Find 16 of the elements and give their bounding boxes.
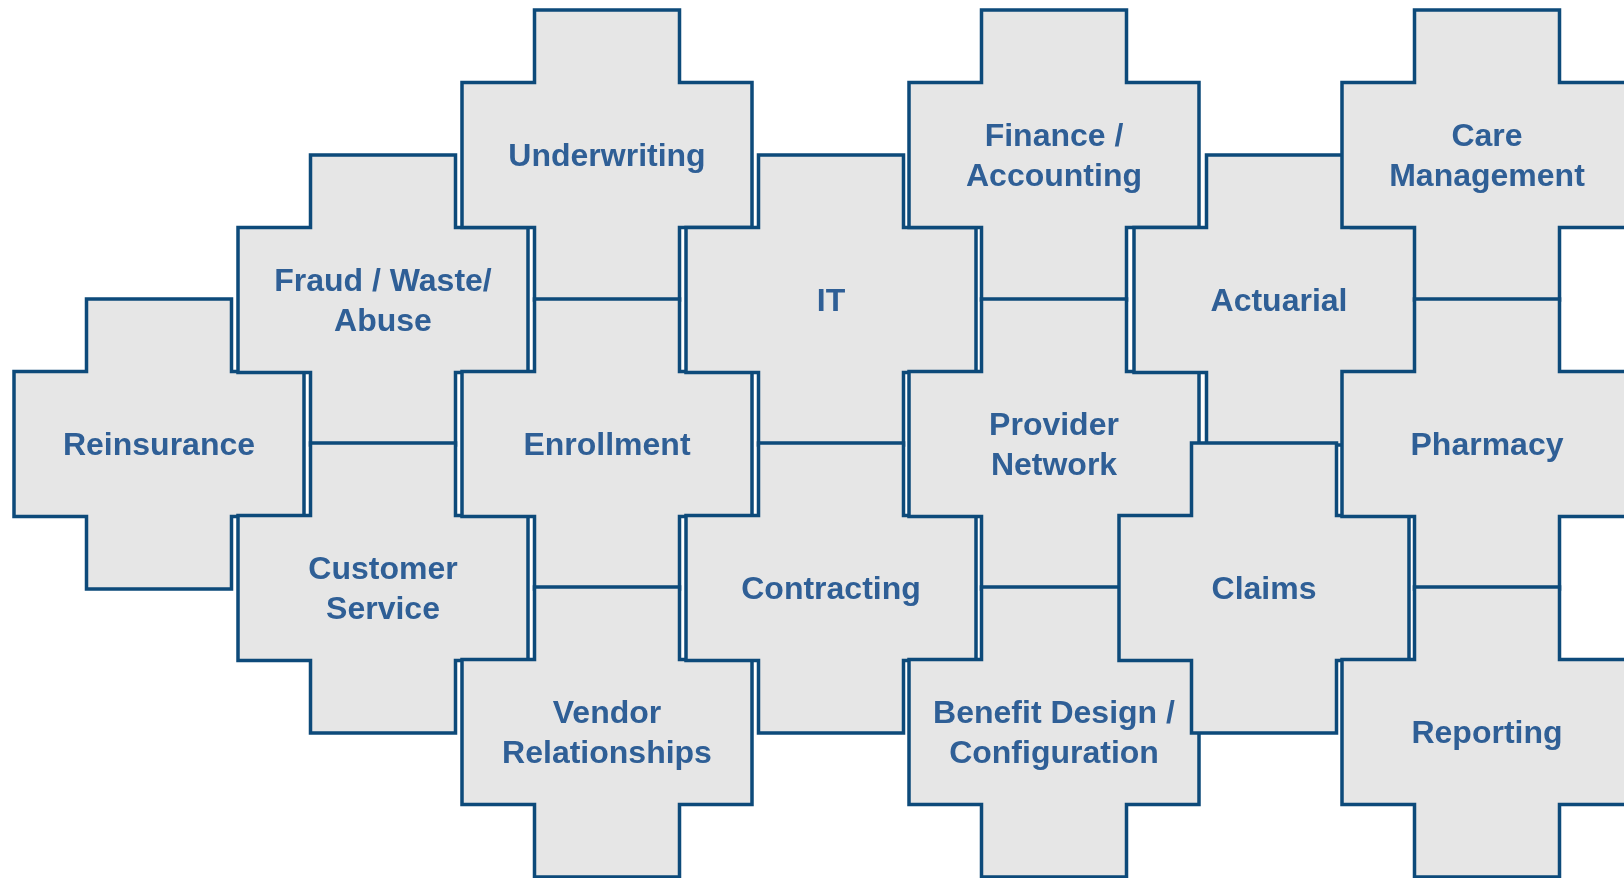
piece-label: Contracting [740,569,922,608]
piece-label: Provider Network [988,405,1120,484]
piece-label: Care Management [1388,116,1586,195]
piece-label: Finance / Accounting [965,116,1143,195]
piece-label: Reporting [1410,713,1564,752]
piece-label: Benefit Design / Configuration [932,693,1176,772]
piece-label: IT [815,281,847,320]
piece-label: Enrollment [522,425,692,464]
piece-label: Reinsurance [61,425,257,464]
piece-label: Pharmacy [1409,425,1565,464]
piece-label: Claims [1210,569,1318,608]
piece-label: Underwriting [507,136,707,175]
piece-label: Vendor Relationships [501,693,713,772]
piece-label: Customer Service [307,549,459,628]
piece-label: Fraud / Waste/ Abuse [273,261,493,340]
piece-label: Actuarial [1209,281,1349,320]
